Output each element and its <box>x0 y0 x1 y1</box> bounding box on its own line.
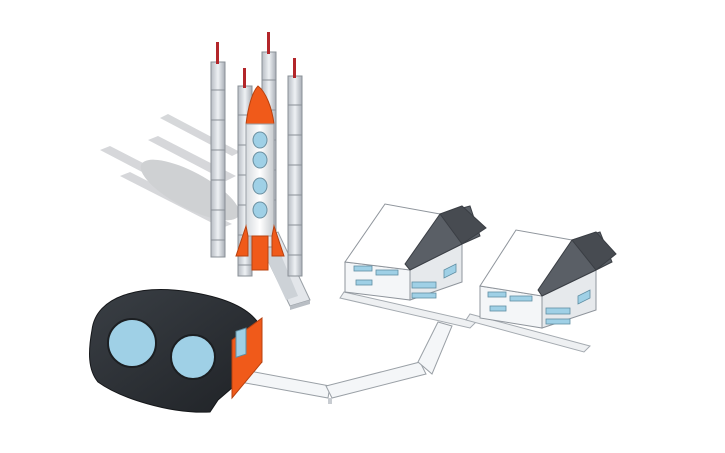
building-left <box>344 203 487 301</box>
walkway <box>239 321 453 404</box>
building-right <box>479 229 617 329</box>
building-bases <box>339 291 591 353</box>
tower-shadows <box>100 114 240 228</box>
rocket <box>235 85 285 271</box>
bunker <box>89 289 263 413</box>
tower-pole-4 <box>287 58 303 277</box>
tower-pole-1 <box>210 42 226 258</box>
